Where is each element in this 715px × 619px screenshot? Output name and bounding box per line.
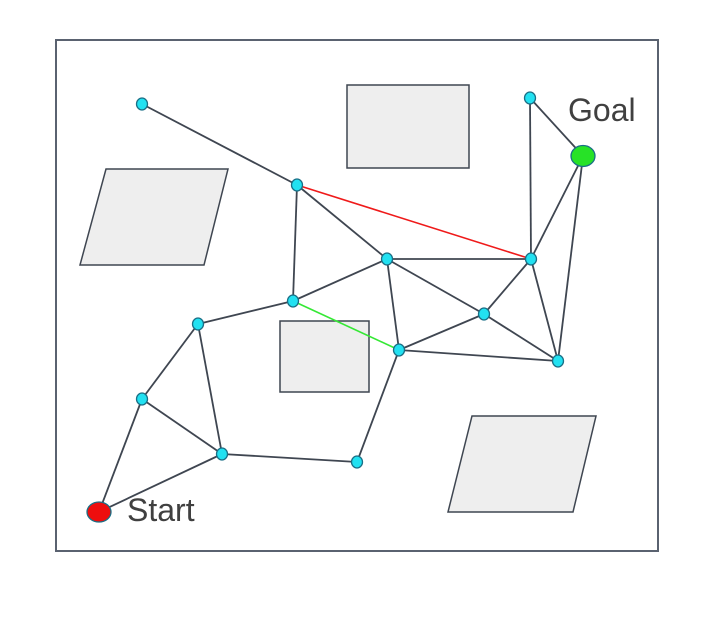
roadmap-edge	[398, 349, 559, 362]
roadmap-node-9	[477, 307, 491, 321]
roadmap-edge	[98, 398, 143, 513]
roadmap-edge	[197, 300, 294, 325]
roadmap-node-2	[523, 91, 537, 105]
roadmap-edge	[141, 398, 223, 455]
roadmap-edge	[356, 349, 400, 463]
obstacle-bottom-right-parallelogram	[447, 415, 597, 513]
start-node	[86, 501, 112, 523]
roadmap-node-8	[524, 252, 538, 266]
workspace-border	[55, 39, 659, 552]
roadmap-nodes	[86, 91, 596, 523]
roadmap-node-12	[135, 392, 149, 406]
roadmap-edge	[221, 453, 358, 463]
roadmap-edge	[292, 258, 388, 302]
start-label: Start	[127, 492, 195, 528]
roadmap-edge	[292, 184, 298, 302]
roadmap-edge	[197, 323, 223, 455]
roadmap-node-6	[191, 317, 205, 331]
roadmap-edge	[386, 258, 485, 315]
blocked-edge	[296, 184, 532, 260]
goal-node	[570, 144, 596, 168]
goal-label: Goal	[568, 92, 636, 128]
roadmap-edge	[530, 258, 559, 362]
roadmap-edge	[141, 103, 298, 186]
roadmap-edge	[483, 313, 559, 362]
roadmap-edge	[296, 184, 388, 260]
roadmap-edge	[529, 97, 584, 157]
roadmap-edge	[557, 155, 584, 362]
highlighted-edge	[292, 300, 400, 351]
roadmap-node-10	[392, 343, 406, 357]
obstacle-top-center	[346, 84, 470, 169]
roadmap-node-3	[290, 178, 304, 192]
roadmap-edge	[141, 323, 199, 400]
roadmap-node-4	[380, 252, 394, 266]
roadmap-edge	[530, 155, 584, 260]
roadmap-node-13	[215, 447, 229, 461]
obstacle-center	[279, 320, 370, 393]
roadmap-node-5	[286, 294, 300, 308]
roadmap-edge	[483, 258, 532, 315]
roadmap-edge	[398, 313, 485, 351]
roadmap-edge	[529, 97, 532, 260]
roadmap-edge	[98, 453, 223, 513]
roadmap-edges	[98, 97, 584, 513]
obstacle-left-parallelogram	[79, 168, 229, 266]
roadmap-edge	[386, 258, 400, 351]
roadmap-node-14	[350, 455, 364, 469]
obstacles	[79, 84, 597, 513]
roadmap-node-1	[135, 97, 149, 111]
roadmap-node-11	[551, 354, 565, 368]
